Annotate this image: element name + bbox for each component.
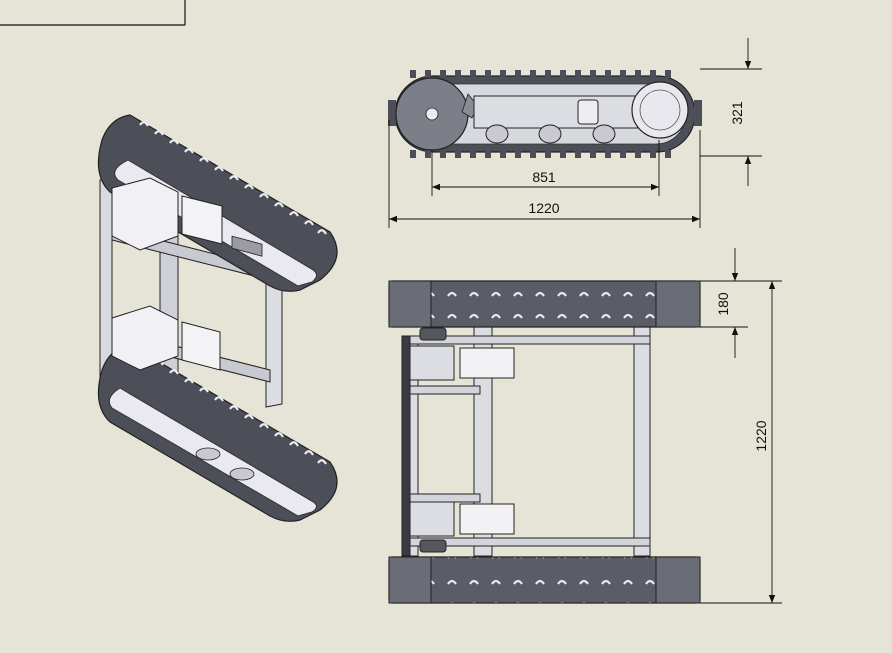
side-frame-plate bbox=[473, 95, 659, 129]
title-block-corner bbox=[0, 0, 186, 26]
side-motor-cover bbox=[577, 99, 599, 125]
top-drive-units bbox=[409, 327, 515, 553]
dim-side-height-label: 321 bbox=[729, 101, 745, 125]
iso-track-upper bbox=[97, 114, 338, 292]
dim-side-wheelbase bbox=[431, 140, 660, 196]
dim-side-length-label: 1220 bbox=[528, 200, 559, 216]
top-view: 180 1220 bbox=[388, 248, 782, 604]
top-track-lower bbox=[388, 556, 701, 604]
dim-side-height bbox=[700, 38, 762, 186]
dim-top-overall-width bbox=[700, 280, 782, 604]
iso-track-lower bbox=[97, 305, 338, 522]
side-view: 321 851 1220 bbox=[388, 38, 762, 228]
isometric-view bbox=[97, 114, 338, 522]
dim-top-track-width-label: 180 bbox=[715, 292, 731, 316]
dim-side-length bbox=[388, 120, 701, 228]
dim-side-wheelbase-label: 851 bbox=[532, 169, 556, 185]
top-chassis-frame bbox=[401, 325, 651, 557]
side-road-wheels bbox=[485, 124, 616, 144]
top-track-upper bbox=[388, 280, 701, 328]
dim-top-overall-width-label: 1220 bbox=[753, 420, 769, 451]
